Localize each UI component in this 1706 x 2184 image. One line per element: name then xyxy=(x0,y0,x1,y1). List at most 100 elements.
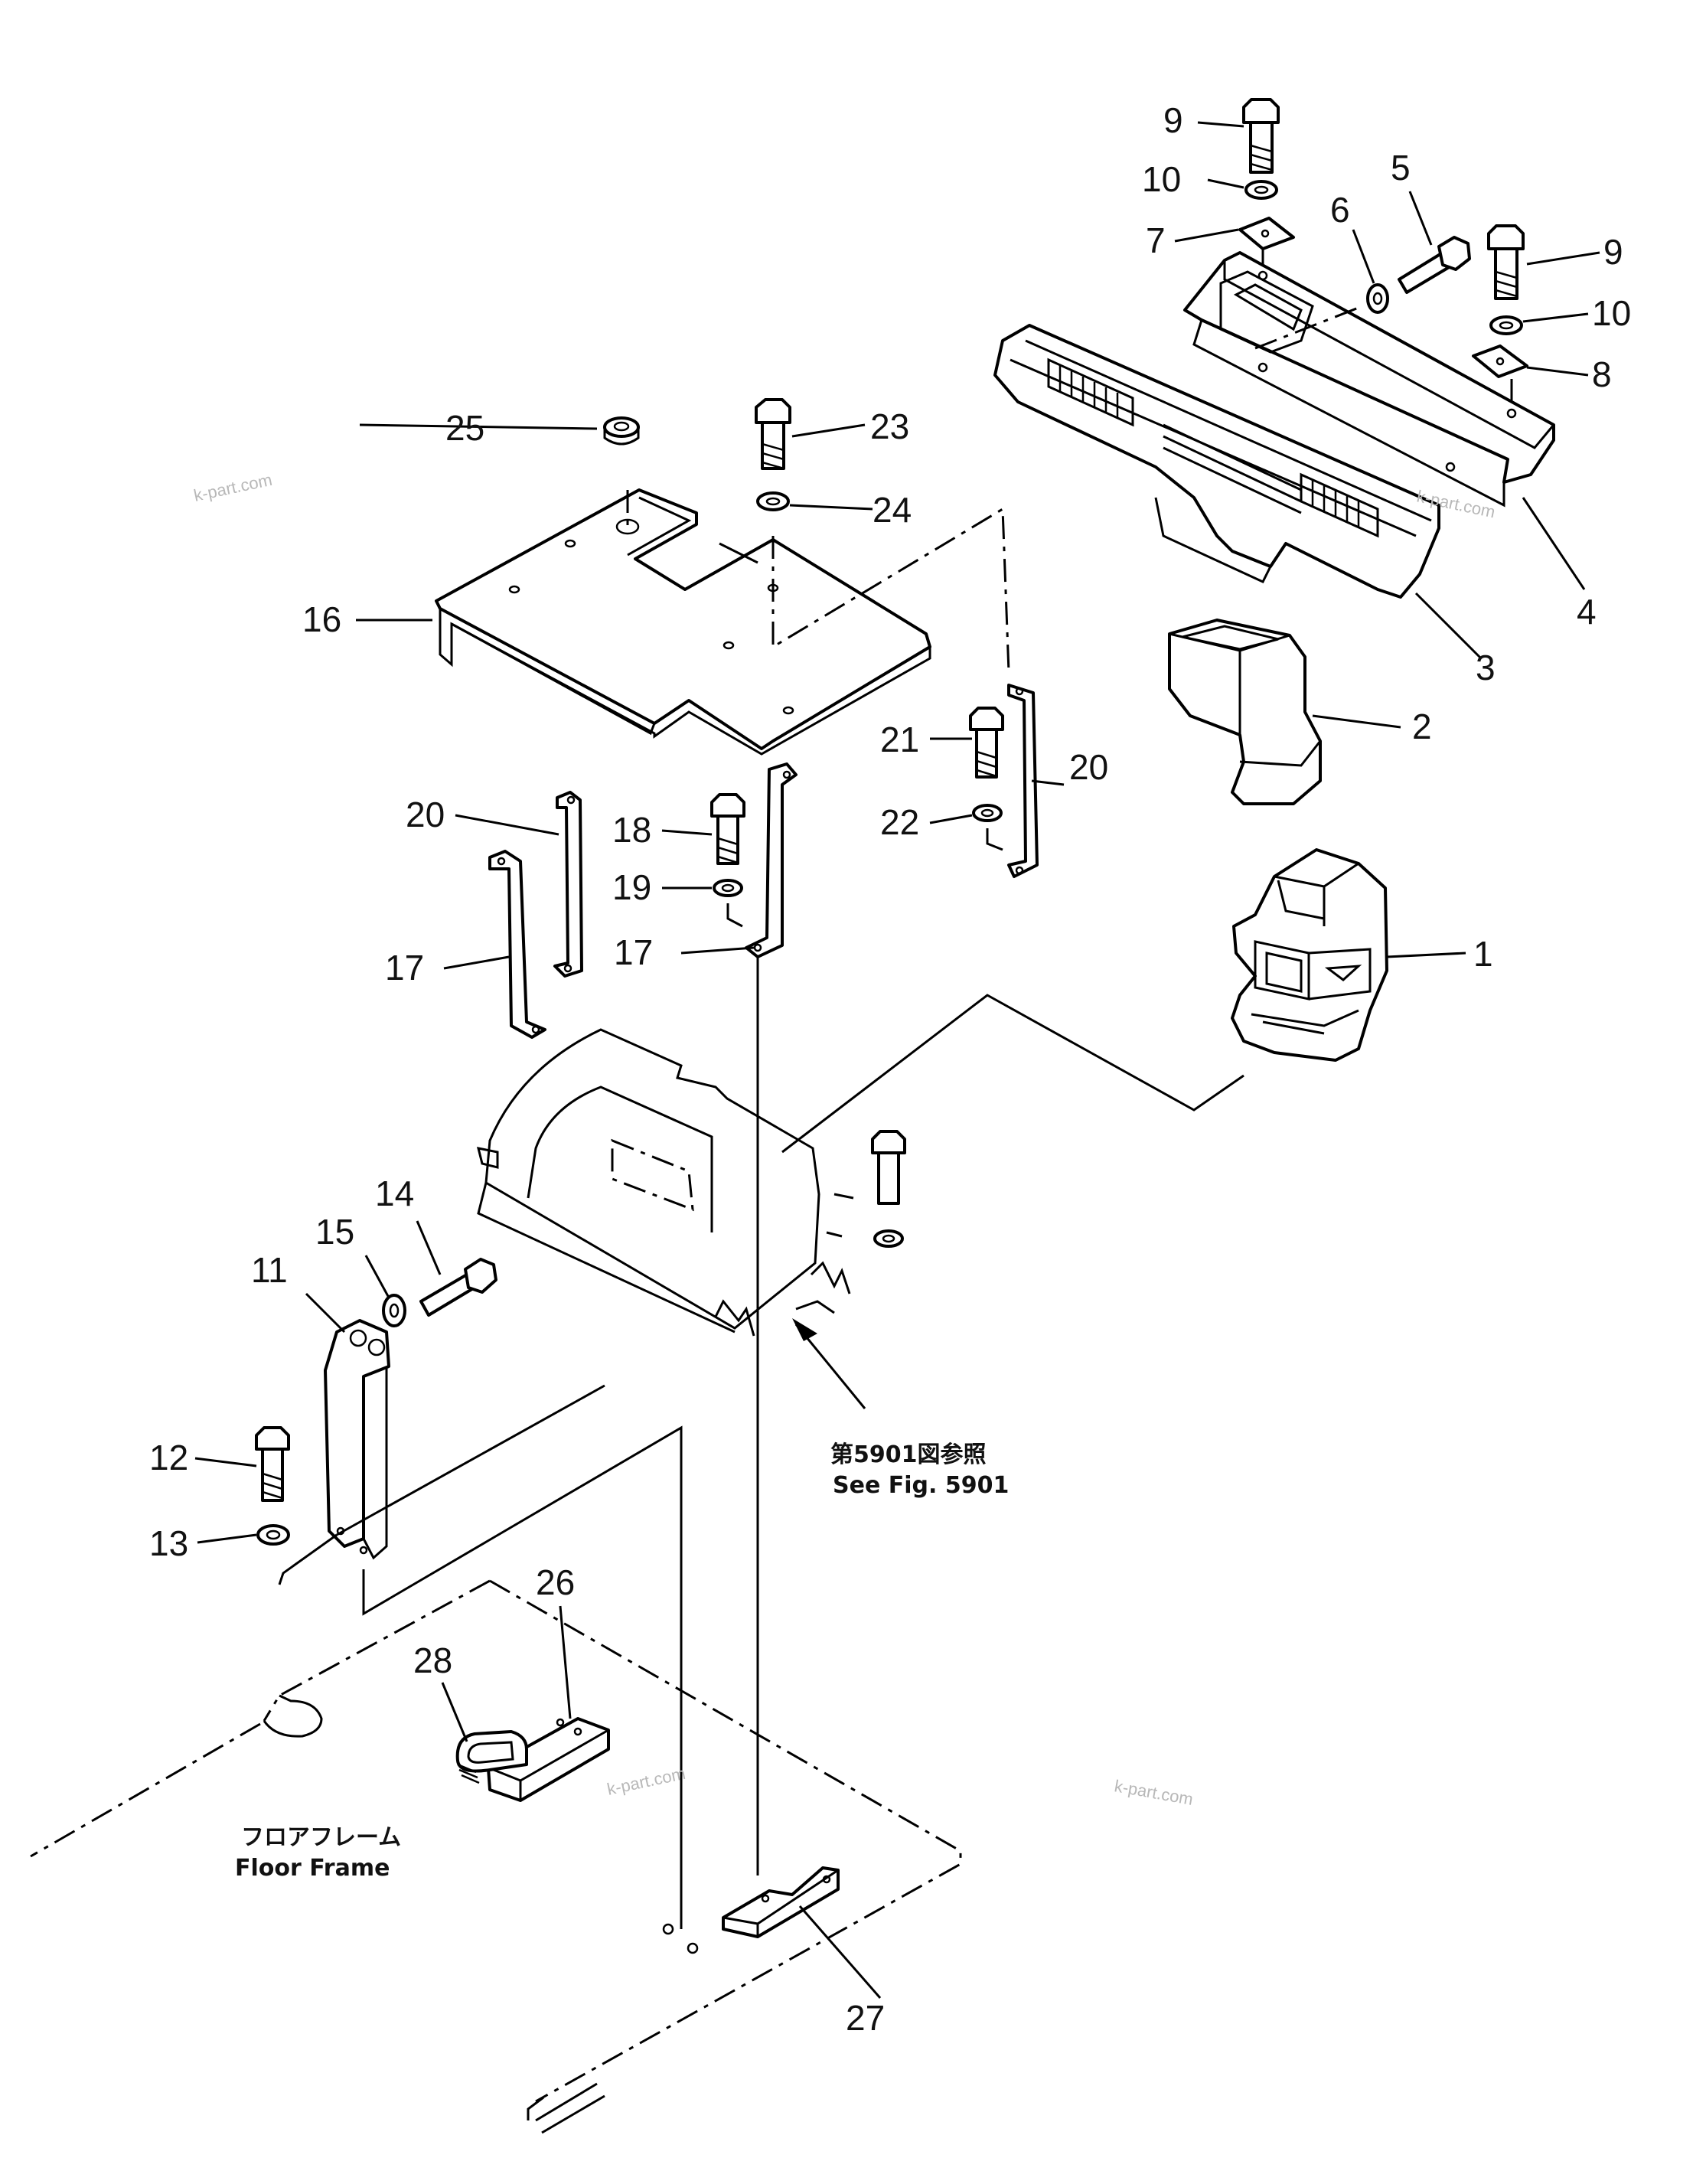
plate-slot-a xyxy=(627,496,692,557)
part-10-washer-right xyxy=(1489,315,1523,335)
leader-24 xyxy=(789,504,873,511)
washer-outer xyxy=(382,1294,406,1327)
bracket-leader-mid xyxy=(336,1384,605,1536)
duct-top-edge xyxy=(1274,862,1359,926)
bolt-head xyxy=(1242,98,1280,124)
floor-frame-hatch xyxy=(535,2082,605,2134)
block-hole xyxy=(556,1718,565,1727)
panel-vent-right-louvers xyxy=(1311,480,1360,527)
part-27-block xyxy=(722,1866,840,1938)
see-fig-note-jp: 第5901図参照 xyxy=(830,1441,987,1468)
bracket-hole xyxy=(497,857,506,866)
bracket-hole xyxy=(367,1338,386,1356)
leader-20a xyxy=(1031,779,1065,786)
callout-21: 21 xyxy=(880,720,919,759)
washer-leader xyxy=(726,903,743,928)
see-fig-note-en: See Fig. 5901 xyxy=(833,1472,1009,1499)
callout-6: 6 xyxy=(1330,190,1350,230)
leader-11 xyxy=(305,1292,346,1334)
washer-inner xyxy=(266,1529,281,1540)
callout-8: 8 xyxy=(1592,354,1612,394)
leader-27 xyxy=(798,1905,882,1999)
part-1-duct xyxy=(1231,848,1388,1062)
bracket-hole xyxy=(1506,408,1517,419)
leader-8 xyxy=(1526,366,1589,377)
floor-frame-corner xyxy=(527,2096,544,2120)
leader-6 xyxy=(1352,229,1375,284)
washer-outer xyxy=(972,804,1003,822)
part-26-block xyxy=(487,1717,610,1802)
washer-inner xyxy=(980,808,994,818)
part-8-plate xyxy=(1472,344,1528,378)
part-12-bolt xyxy=(255,1426,290,1502)
bracket-hole xyxy=(566,795,576,805)
floor-frame-left-edge xyxy=(30,1722,261,1858)
washer-inner xyxy=(721,883,735,893)
heater-unit-bracket-c xyxy=(795,1300,835,1314)
leader-28 xyxy=(441,1682,468,1742)
leader-5 xyxy=(1408,191,1433,246)
floor-hole xyxy=(662,1923,674,1935)
callout-17-center: 17 xyxy=(614,932,653,972)
clip-body xyxy=(455,1730,528,1773)
callout-25: 25 xyxy=(445,408,484,448)
part-20-bracket-right xyxy=(1007,684,1039,878)
part-6-washer xyxy=(1366,283,1389,314)
callout-22: 22 xyxy=(880,802,919,842)
washer-outer xyxy=(713,879,743,897)
callout-23: 23 xyxy=(870,406,909,446)
floor-frame xyxy=(30,1579,962,2134)
duct-lower xyxy=(1239,740,1322,767)
block-hole xyxy=(822,1875,831,1884)
duct-side xyxy=(1308,948,1372,1001)
bracket-hole xyxy=(1015,866,1024,875)
plate-hole xyxy=(564,539,576,548)
leader-lines xyxy=(194,121,1600,1999)
leader-4 xyxy=(1522,497,1586,590)
reference-notes: 第5901図参照 See Fig. 5901 フロアフレーム Floor Fra… xyxy=(235,1441,1009,1882)
callout-17-left: 17 xyxy=(385,948,424,988)
leader-17b xyxy=(680,946,755,955)
plate-slot-b xyxy=(719,542,758,564)
part-14-bolt xyxy=(419,1258,497,1317)
grommet-side xyxy=(603,427,640,446)
bracket-hole xyxy=(1445,462,1456,472)
leader-9b xyxy=(1526,251,1600,266)
bracket-flange xyxy=(1223,260,1555,449)
leader-2 xyxy=(1312,714,1401,729)
floor-frame-outline xyxy=(489,1579,962,2103)
grommet-top xyxy=(603,416,640,438)
duct-triangle xyxy=(1324,965,1362,981)
callout-5: 5 xyxy=(1391,148,1411,188)
block-edges xyxy=(489,1729,609,1800)
duct-opening xyxy=(1182,625,1279,651)
watermark: k-part.com xyxy=(1113,1776,1195,1809)
leader-15 xyxy=(364,1255,390,1298)
washer-outer xyxy=(1244,180,1278,200)
plate-body xyxy=(1238,217,1295,250)
heater-unit-bracket-b xyxy=(810,1261,851,1294)
duct-top-inner xyxy=(1277,880,1325,920)
bolt-thread xyxy=(1495,270,1518,298)
panel-vent-left-louvers xyxy=(1059,366,1119,419)
callout-27: 27 xyxy=(846,1998,885,2038)
part-13-washer xyxy=(256,1524,290,1546)
watermark: k-part.com xyxy=(192,470,274,505)
bolt-head xyxy=(969,707,1004,731)
bracket-body xyxy=(553,791,583,978)
bracket-body xyxy=(488,850,546,1039)
plate-hole xyxy=(782,706,794,715)
callout-20-right: 20 xyxy=(1069,747,1108,787)
heater-unit-reference xyxy=(476,994,1244,1409)
callout-26: 26 xyxy=(536,1562,575,1602)
callout-24: 24 xyxy=(873,490,912,530)
callout-19: 19 xyxy=(612,867,651,907)
leader-13 xyxy=(197,1533,257,1544)
plate-hole xyxy=(615,518,640,535)
leader-20b xyxy=(455,814,559,836)
leader-1 xyxy=(1386,952,1466,958)
washer-outer xyxy=(256,1524,290,1546)
bracket-flange xyxy=(362,1366,388,1560)
callout-10: 10 xyxy=(1142,159,1181,199)
